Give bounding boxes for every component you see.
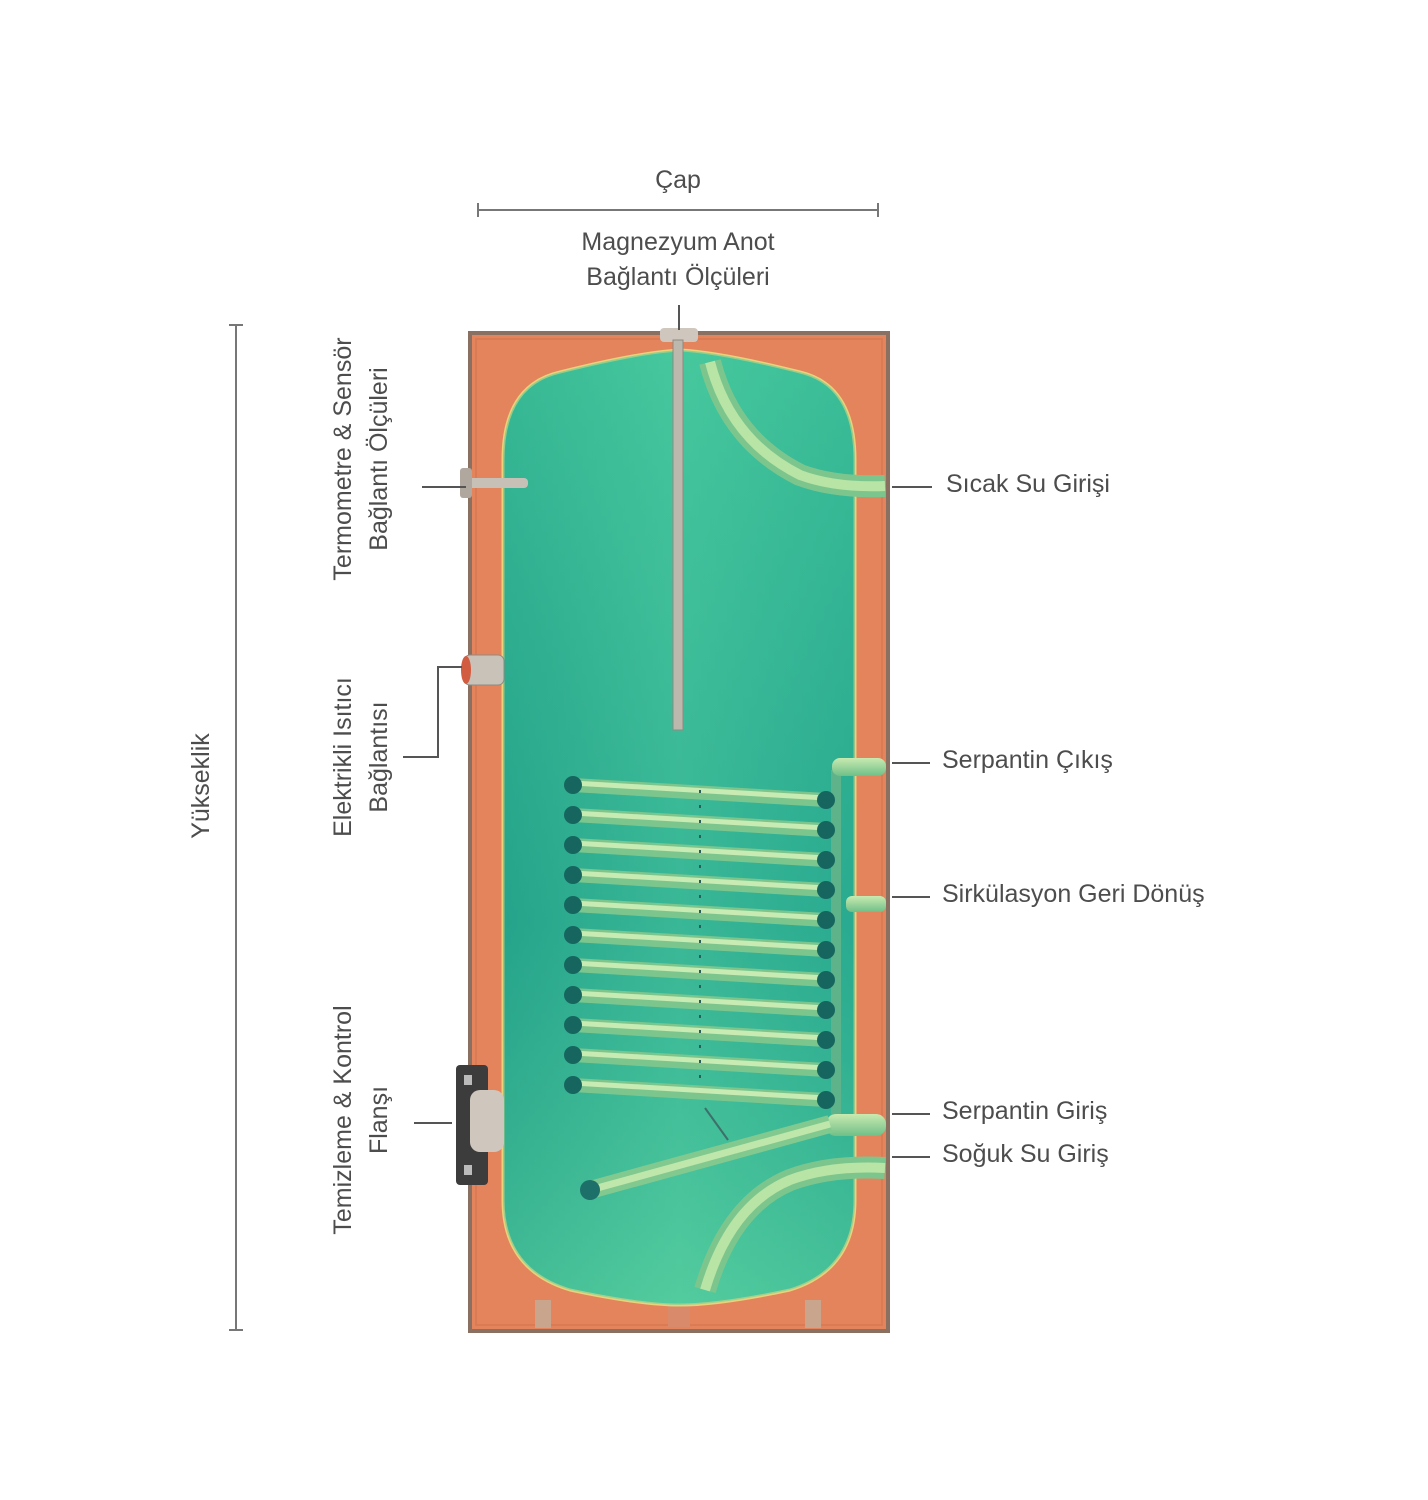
coil-end-left [564, 806, 582, 824]
height-label: Yükseklik [187, 733, 215, 839]
coil-end-left [564, 1076, 582, 1094]
coil-end-right [817, 1091, 835, 1109]
flange-label-line2: Flanşı [365, 1085, 393, 1155]
coil-end-right [817, 1031, 835, 1049]
flange-label-line1: Temizleme & Kontrol [329, 1005, 357, 1235]
tank-feet [535, 1300, 821, 1328]
coil-end-right [817, 1061, 835, 1079]
coil-end-right [817, 851, 835, 869]
thermo-label-line2: Bağlantı Ölçüleri [365, 367, 393, 551]
coil-end-left [564, 1046, 582, 1064]
diameter-label: Çap [655, 166, 701, 194]
anode-label-line1: Magnezyum Anot [581, 228, 775, 256]
cold-water-label: Soğuk Su Giriş [942, 1140, 1109, 1168]
coil-end-left [564, 956, 582, 974]
coil-end-left [564, 776, 582, 794]
coil-end-left [564, 866, 582, 884]
coil-vertical-pipe [831, 770, 841, 1120]
coil-outlet-pipe [832, 758, 886, 776]
diameter-dimension-line [477, 203, 879, 217]
coil-end-left [564, 836, 582, 854]
coil-end-right [817, 941, 835, 959]
cleaning-flange [456, 1065, 504, 1185]
cold-water-pipe [580, 1107, 833, 1200]
leader-lines [403, 305, 932, 1158]
coil-out-label: Serpantin Çıkış [942, 746, 1113, 774]
coil-end-left [564, 926, 582, 944]
bottom-return-pipe [694, 1156, 886, 1294]
heater-label: Elektrikli Isıtıcı Bağlantısı [325, 667, 397, 847]
coil-end-left [564, 896, 582, 914]
coil-end-right [817, 881, 835, 899]
thermometer-fitting [460, 468, 528, 498]
magnesium-anode [660, 328, 698, 731]
electric-heater-fitting [461, 654, 505, 686]
coil-turn-highlight [572, 1080, 827, 1101]
flange-label: Temizleme & Kontrol Flanşı [325, 980, 397, 1260]
height-dimension-line [229, 324, 243, 1331]
coil-end-right [817, 1001, 835, 1019]
coil-end-right [817, 971, 835, 989]
coil-end-left [564, 1016, 582, 1034]
hot-water-pipe [699, 359, 886, 498]
coil-in-label: Serpantin Giriş [942, 1097, 1108, 1125]
coil-end-left [564, 986, 582, 1004]
coil-end-right [817, 821, 835, 839]
hot-water-label: Sıcak Su Girişi [946, 470, 1110, 498]
coil-inlet-pipe [826, 1114, 886, 1136]
heater-label-line1: Elektrikli Isıtıcı [329, 677, 357, 837]
circulation-label: Sirkülasyon Geri Dönüş [942, 880, 1205, 908]
heating-coil [564, 776, 835, 1109]
heater-label-line2: Bağlantısı [365, 701, 393, 813]
anode-label-line2: Bağlantı Ölçüleri [586, 263, 770, 291]
circulation-return-pipe [846, 896, 886, 912]
coil-end-right [817, 911, 835, 929]
thermo-label-line1: Termometre & Sensör [329, 337, 357, 581]
thermo-label: Termometre & Sensör Bağlantı Ölçüleri [325, 309, 397, 609]
coil-end-right [817, 791, 835, 809]
